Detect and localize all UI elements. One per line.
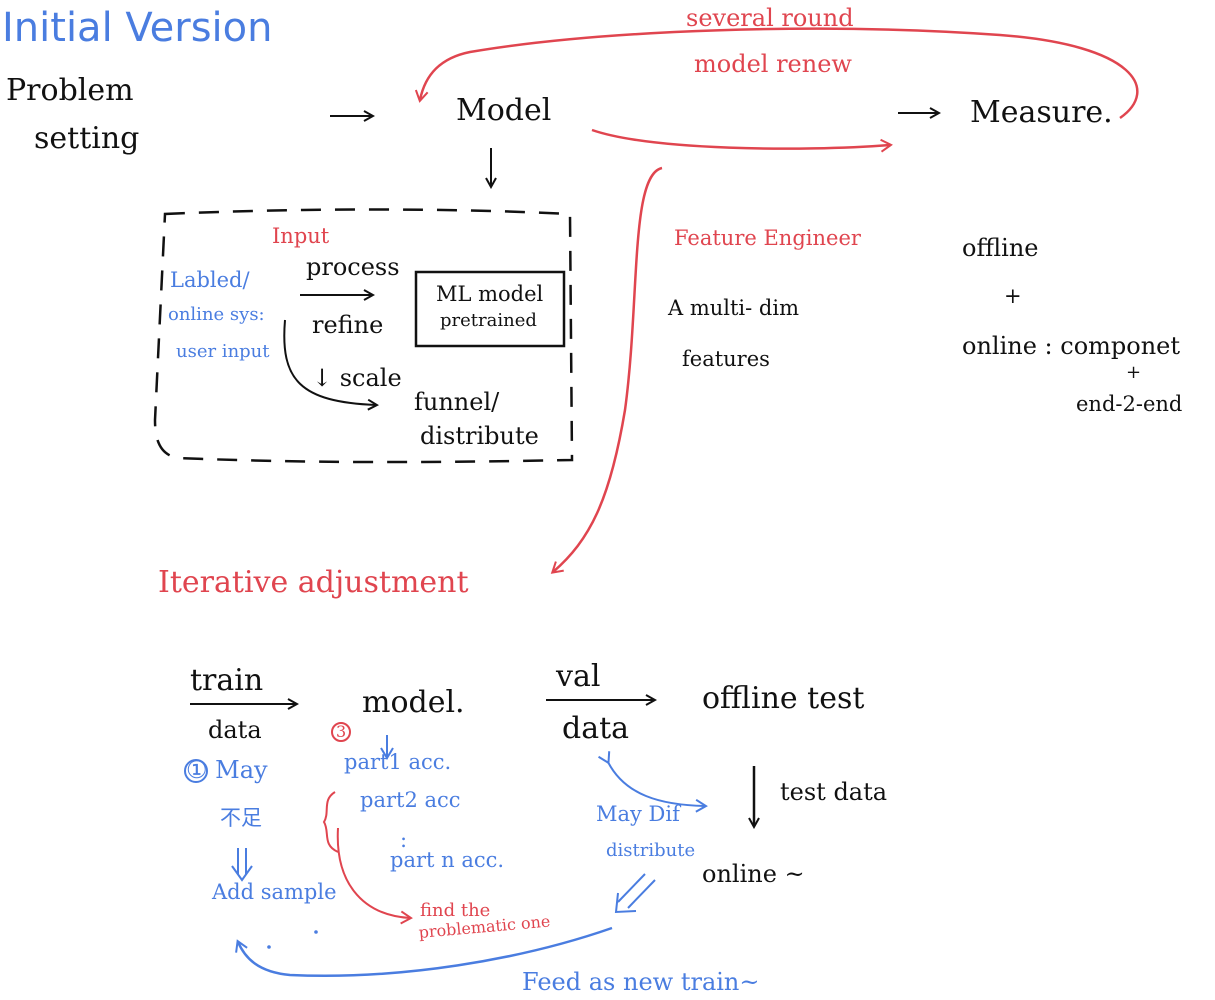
ml-model-line1: ML model (436, 282, 544, 306)
partn-label: part n acc. (390, 848, 505, 872)
train-data-label: data (208, 716, 262, 744)
problem-label-line1: Problem (6, 73, 134, 108)
dot-a (314, 930, 318, 934)
arrow-to-funnel (283, 319, 376, 405)
loop-arrow-renew (414, 27, 1139, 120)
arrow-to-iterative (550, 166, 663, 574)
funnel-line1: funnel/ (414, 388, 500, 416)
input-label: Input (272, 224, 330, 248)
train-label: train (190, 663, 264, 698)
double-arrow-left-head (231, 865, 253, 882)
arrow-model-to-measure-red (591, 128, 893, 153)
double-arrow-diag-a (627, 879, 656, 909)
arrow-to-find (336, 827, 413, 925)
source-line3: user input (176, 341, 270, 362)
scale-label: ↓ scale (312, 364, 402, 392)
eval-offline: offline (962, 234, 1039, 262)
part-dots: : (400, 828, 408, 852)
eval-e2e: end-2-end (1076, 392, 1183, 416)
offline-test-label: offline test (702, 681, 865, 716)
dot-b (267, 945, 271, 949)
online-label: online ~ (702, 860, 805, 888)
eval-online: online : componet (962, 332, 1181, 360)
may-dif-line2: distribute (606, 840, 696, 861)
process-label: process (306, 253, 400, 281)
double-arrow-diag-b (617, 873, 646, 903)
model-node: Model (456, 93, 552, 128)
refine-label: refine (312, 311, 384, 339)
loop-label-line2: model renew (694, 50, 852, 78)
feature-line2: features (682, 347, 770, 371)
find-line1: find the (420, 900, 491, 921)
model-label: model. (362, 685, 465, 720)
eval-plus2: + (1126, 362, 1142, 383)
parts-bracket (322, 791, 339, 853)
feed-label: Feed as new train~ (522, 968, 760, 996)
page-title: Initial Version (2, 5, 273, 51)
part2-label: part2 acc (360, 788, 461, 812)
step3-circle (331, 722, 351, 742)
source-line2: online sys: (168, 304, 265, 325)
arrow-val-maydif (598, 751, 708, 813)
problem-label-line2: setting (34, 121, 140, 156)
loop-label-line1: several round (686, 4, 854, 32)
eval-plus1: + (1004, 284, 1022, 308)
ml-model-box (414, 270, 566, 348)
arrow-feed-back (235, 926, 613, 978)
feature-line1: A multi- dim (668, 296, 799, 320)
step3-label: 3 (336, 722, 347, 741)
may-dif-line1: May Dif (596, 802, 680, 826)
measure-node: Measure. (970, 95, 1113, 130)
step1-label: ① May (186, 756, 268, 784)
add-sample-label: Add sample (212, 880, 337, 904)
val-data-label: data (562, 711, 630, 746)
double-arrow-diag-head (614, 892, 637, 914)
ml-model-line2: pretrained (440, 310, 537, 331)
val-label: val (556, 659, 601, 694)
step1-cn: 不足 (220, 806, 262, 830)
step1-circle (184, 759, 208, 783)
source-line1: Labled/ (170, 268, 250, 292)
test-data-label: test data (780, 778, 888, 806)
iterative-heading: Iterative adjustment (158, 565, 469, 600)
funnel-line2: distribute (420, 422, 539, 450)
part1-label: part1 acc. (344, 750, 452, 774)
input-dashed-box (153, 208, 574, 464)
feature-heading: Feature Engineer (674, 226, 861, 250)
